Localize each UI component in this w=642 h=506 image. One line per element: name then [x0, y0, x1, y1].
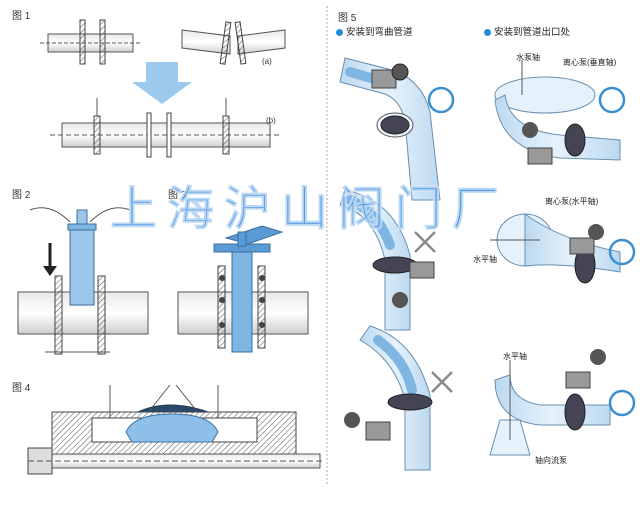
fig5-elbow-ng-2: [344, 325, 433, 471]
fig5-ok-circle-3: [608, 238, 636, 266]
fig5-heading-left: 安装到弯曲管道: [336, 24, 413, 38]
label-horizontal-shaft-2: 水平轴: [503, 352, 527, 361]
label-horizontal-shaft-1: 水平轴: [473, 255, 497, 264]
fig1-tag-b: (b): [266, 116, 276, 125]
fig1-top-right-pipe-misaligned: [181, 21, 286, 65]
label-axial-pump: 轴向流泵: [535, 456, 567, 465]
fig1-top-left-pipe: [40, 19, 140, 65]
fig2-title: 图 2: [12, 190, 31, 201]
fig1-title: 图 1: [12, 11, 31, 22]
fig5-axial-ok: [489, 349, 611, 456]
fig5-elbow-ok: [339, 57, 441, 201]
fig5-ok-circle-4: [608, 389, 636, 417]
fig3-drawing: [177, 225, 309, 353]
fig5-heading-left-text: 安装到弯曲管道: [346, 27, 413, 38]
fig5-outlet-vertical-ok: [494, 60, 621, 165]
fig5-ng-cross-1: [414, 231, 436, 253]
bullet-icon: [336, 28, 343, 36]
fig5-title: 图 5: [338, 13, 357, 24]
label-centrifugal-horizontal: 离心泵(水平轴): [545, 197, 599, 206]
fig1-bottom-pipe: [50, 98, 280, 158]
fig5-ok-circle-1: [427, 86, 455, 114]
fig5-outlet-horizontal-ok: [490, 213, 621, 284]
fig5-ok-circle-2: [598, 86, 626, 114]
bullet-icon: [484, 28, 491, 36]
fig5-heading-right: 安装到管道出口处: [484, 24, 570, 38]
fig4-drawing: [27, 384, 322, 475]
fig5-ng-cross-2: [431, 371, 453, 393]
watermark-text: 上海沪山阀门厂: [110, 182, 509, 238]
fig1-down-arrow: [132, 62, 192, 104]
label-pump-shaft: 水泵轴: [516, 53, 540, 62]
fig1-tag-a: (a): [262, 57, 272, 66]
fig5-elbow-ng: [339, 189, 435, 331]
fig3-title: 图 3: [168, 190, 187, 201]
fig2-drawing: [17, 207, 149, 355]
label-centrifugal-vertical: 离心泵(垂直轴): [563, 58, 617, 67]
fig5-heading-right-text: 安装到管道出口处: [494, 27, 571, 38]
fig4-title: 图 4: [12, 383, 31, 394]
